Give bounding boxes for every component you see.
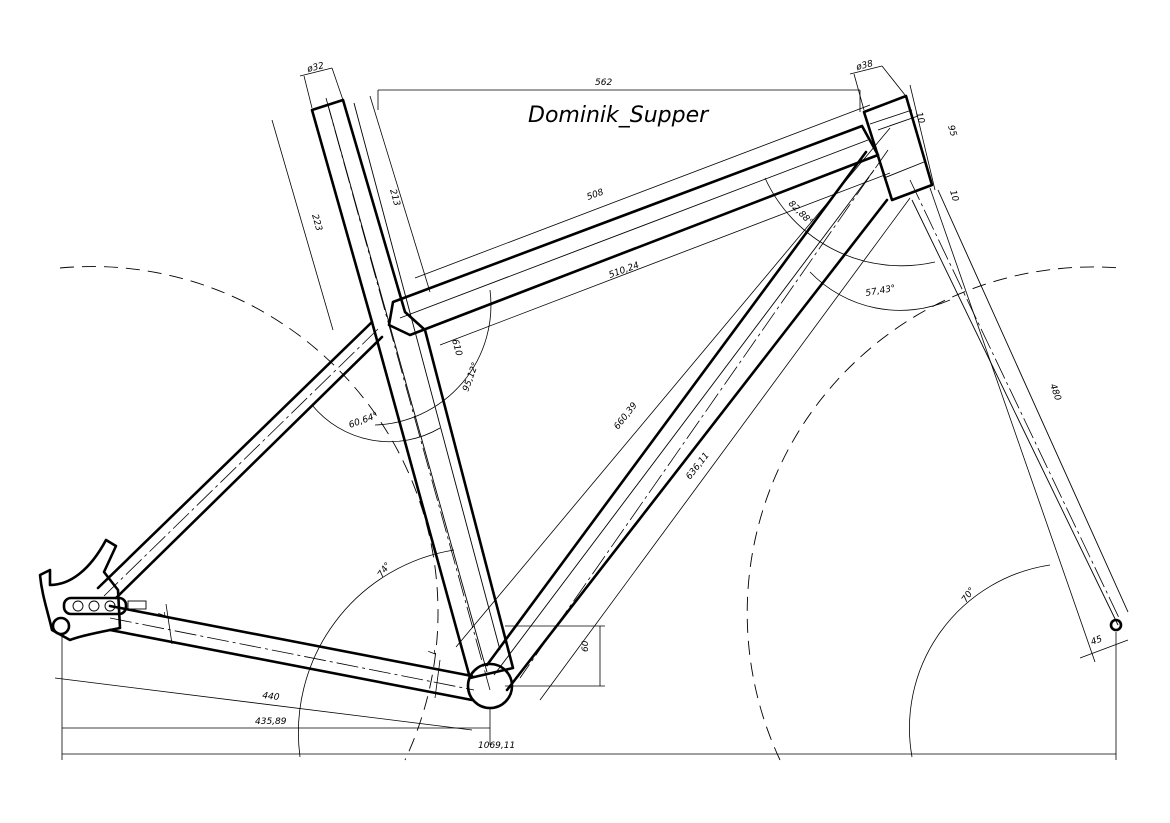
label-angle-head-down: 57,43° [865,284,897,299]
label-wheelbase: 1069,11 [478,741,515,751]
label-stay-thickness-2: 7 [425,649,436,657]
fork [909,179,1129,632]
head-down-angle-arc [809,271,951,311]
rear-wheel-arc [59,266,439,761]
rear-axle [51,616,71,636]
label-chainstay-horizontal: 435,89 [255,717,287,727]
seat-tube [310,97,515,691]
label-top-tube-length: 508 [586,187,606,202]
seat-stay-angle-arc [311,404,441,443]
head-tube-angle-arc [909,564,1051,758]
top-tube [387,124,880,337]
seat-top-angle-arc [374,289,492,426]
label-top-tube-inner-length: 510,24 [608,261,641,281]
label-fork-length: 480 [1047,383,1062,403]
label-seat-tube-side: 223 [309,213,323,233]
seat-tube-angle-arc [298,549,455,758]
label-head-tube-bottom-ext: 10 [947,189,960,203]
head-top-angle-arc [764,177,936,267]
label-head-tube-diameter: ø38 [854,59,874,73]
front-wheel-arc [746,266,1121,761]
label-seat-tube-diameter: ø32 [305,61,325,75]
chain-stay [108,604,475,702]
label-angle-seat-stay: 60,64° [348,411,380,431]
dimension-labels: ø32 ø38 562 508 510,24 213 223 610 10 95… [155,59,1104,751]
label-fork-offset: 45 [1090,634,1104,647]
drawing-title: Dominik_Supper [528,103,710,128]
front-axle [1109,618,1123,632]
label-head-tube-length: 95 [945,124,958,138]
label-stay-thickness-1: 7 [155,611,166,619]
rear-dropout [38,538,147,642]
label-seat-tube-top: 213 [387,188,401,208]
label-seat-offset: 610 [449,338,463,358]
wheel-arcs [59,266,1121,761]
head-tube [862,94,934,202]
angle-arcs [298,177,1051,758]
label-angle-seat-tube: 74° [376,561,393,580]
label-angle-head-tube: 70° [960,586,977,605]
dimension-lines [54,65,1129,760]
label-angle-seat-top: 95,12° [461,361,481,393]
down-tube [485,149,889,692]
label-head-tube-top-ext: 10 [913,111,926,125]
label-bb-drop: 60 [581,640,591,652]
label-down-tube-length: 660,39 [612,401,639,432]
seat-stay [96,320,384,600]
label-top-tube-top-length: 562 [595,78,612,88]
label-chainstay-length: 440 [262,691,281,703]
